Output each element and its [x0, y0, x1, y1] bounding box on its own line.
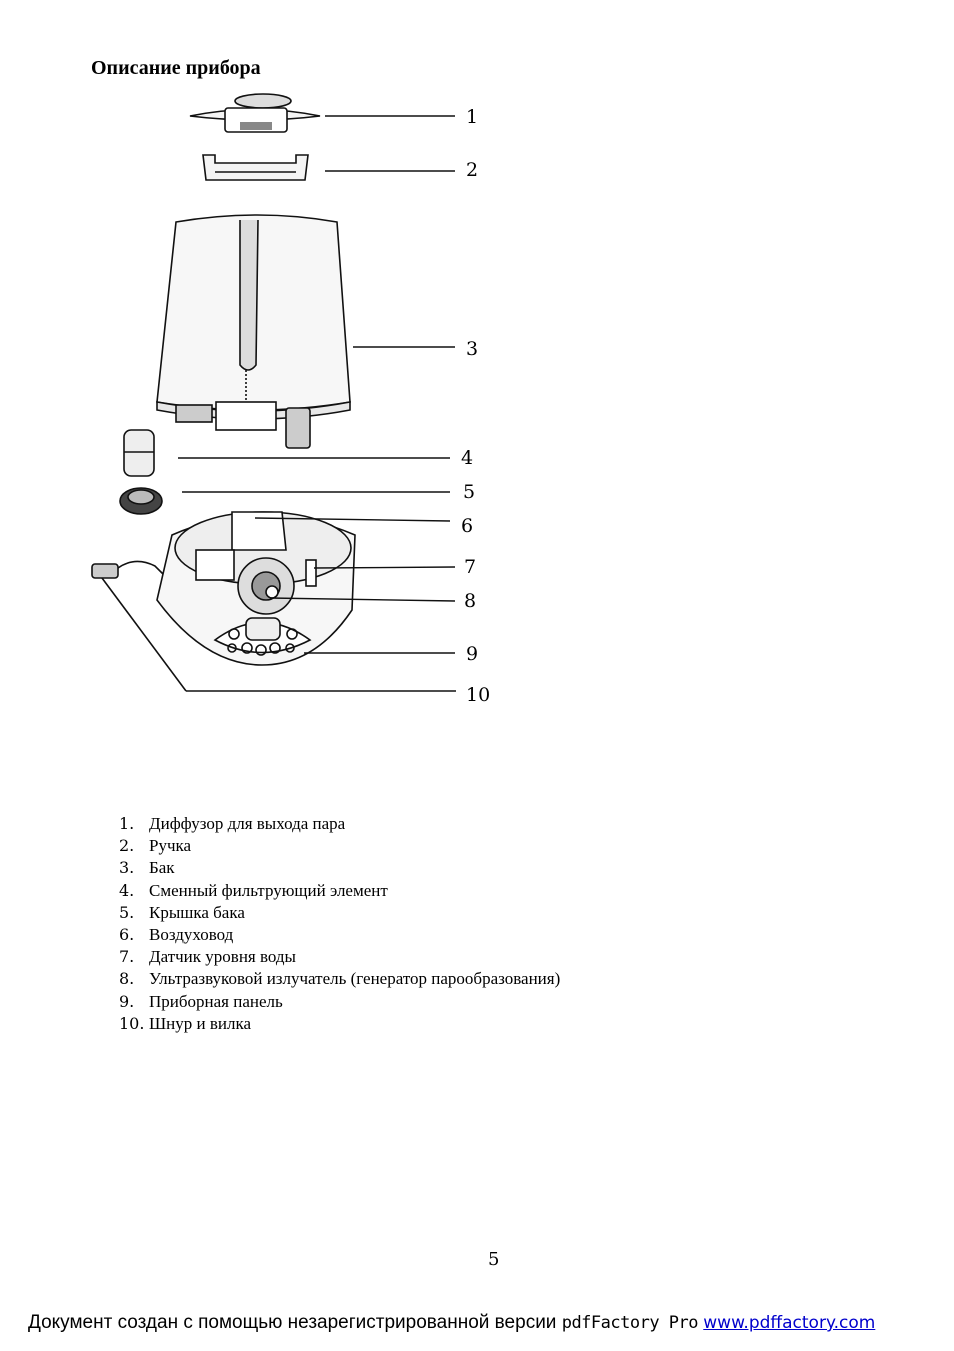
list-item: 5.Крышка бака: [119, 902, 245, 922]
list-item: 4.Сменный фильтрующий элемент: [119, 880, 388, 900]
tank-part: [156, 214, 351, 449]
callout-7: 7: [464, 556, 477, 578]
callout-1: 1: [466, 106, 479, 128]
handle-part: [202, 154, 309, 181]
list-item: 8.Ультразвуковой излучатель (генератор п…: [119, 969, 561, 989]
callout-4: 4: [461, 447, 474, 469]
callout-8: 8: [464, 590, 477, 612]
leader-lines: [178, 115, 456, 654]
filter-part: [123, 429, 155, 477]
footer-notice: Документ создан с помощью незарегистриро…: [28, 1312, 875, 1334]
callout-6: 6: [461, 515, 474, 537]
list-item: 3.Бак: [119, 858, 175, 878]
list-item: 2.Ручка: [119, 836, 192, 856]
diffuser-part: [189, 93, 321, 133]
base-part: [156, 511, 356, 666]
callout-5: 5: [463, 481, 476, 503]
footer-text: Документ создан с помощью незарегистриро…: [28, 1312, 557, 1333]
list-item: 9.Приборная панель: [119, 991, 283, 1011]
footer-product: pdfFactory Pro: [561, 1313, 699, 1333]
footer-link[interactable]: www.pdffactory.com: [703, 1313, 876, 1333]
page-number: 5: [488, 1249, 500, 1270]
callout-9: 9: [466, 643, 479, 665]
callout-3: 3: [466, 338, 479, 360]
tank-cap-part: [119, 487, 163, 515]
callout-10: 10: [466, 684, 491, 706]
callout-2: 2: [466, 159, 479, 181]
list-item: 1.Диффузор для выхода пара: [119, 814, 346, 833]
section-title: Описание прибора: [91, 57, 261, 79]
humidifier-exploded-diagram: [91, 93, 456, 692]
parts-list: 1.Диффузор для выхода пара 2.Ручка 3.Бак…: [119, 813, 560, 1035]
list-item: 10.Шнур и вилка: [119, 1013, 251, 1033]
list-item: 6.Воздуховод: [119, 925, 234, 945]
cord-plug-part: [91, 560, 456, 692]
list-item: 7.Датчик уровня воды: [119, 947, 296, 967]
